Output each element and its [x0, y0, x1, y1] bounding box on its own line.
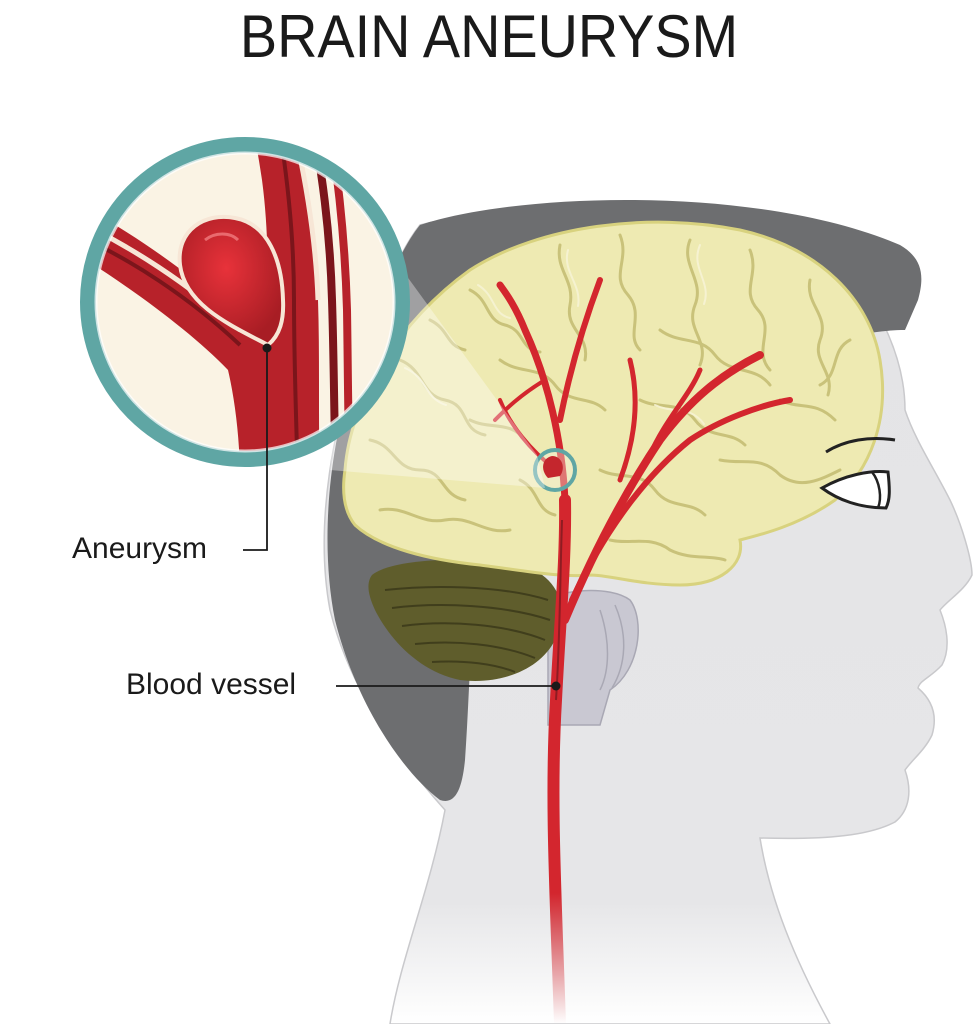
aneurysm-marker — [533, 448, 577, 492]
magnifier-inset — [80, 137, 410, 467]
eye-icon — [819, 437, 896, 510]
blood-vessel-label: Blood vessel — [126, 668, 297, 701]
aneurysm-leader-line — [243, 343, 272, 551]
brain-folds — [368, 233, 852, 562]
diagram-title: BRAIN ANEURYSM — [239, 3, 739, 70]
blood-vessel-leader-line — [336, 681, 561, 691]
cerebrum — [342, 220, 885, 587]
aneurysm-label: Aneurysm — [72, 532, 208, 565]
blood-vessels — [493, 277, 793, 1024]
